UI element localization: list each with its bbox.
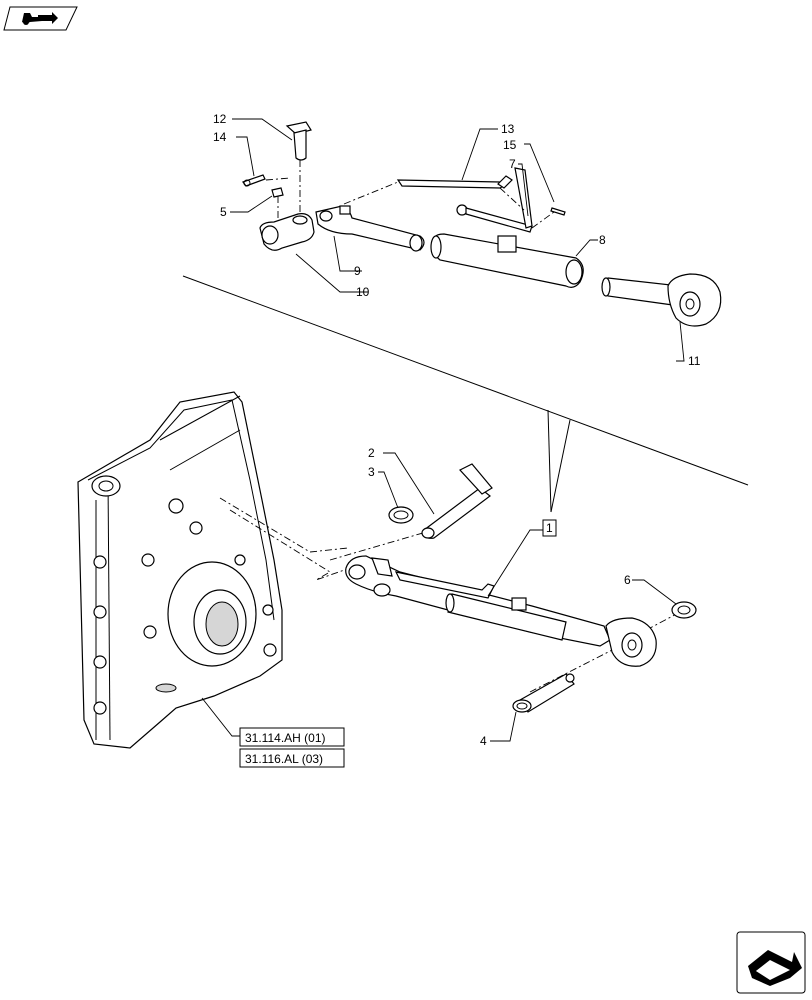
- callout-12: 12: [213, 112, 227, 126]
- upper-assembly: [242, 121, 722, 327]
- callout-15: 15: [503, 138, 517, 152]
- callout-6: 6: [624, 573, 631, 587]
- top-link-assembly: [345, 463, 697, 713]
- previous-page-arrow-icon[interactable]: [736, 931, 806, 994]
- callout-labels: 12 14 5 9 10 13 15 7 8 11 2 3 4 6: [213, 112, 701, 748]
- callout-9: 9: [354, 264, 361, 278]
- tractor-book-icon[interactable]: [3, 6, 78, 31]
- rear-housing: [77, 391, 283, 749]
- callout-4: 4: [480, 734, 487, 748]
- callout-2: 2: [368, 446, 375, 460]
- callout-1: 1: [546, 521, 553, 535]
- leader-1b: [550, 419, 571, 513]
- callout-8: 8: [599, 233, 606, 247]
- callout-13: 13: [501, 122, 515, 136]
- callout-1-box: 1: [542, 519, 557, 537]
- leader-lines: [201, 118, 685, 742]
- callout-14: 14: [213, 130, 227, 144]
- callout-10: 10: [356, 285, 370, 299]
- callout-5: 5: [220, 205, 227, 219]
- leader-1a: [547, 409, 552, 513]
- callout-3: 3: [368, 465, 375, 479]
- callout-7: 7: [509, 157, 516, 171]
- separator-line: [182, 275, 749, 486]
- callout-11: 11: [688, 354, 701, 368]
- reference-text-02[interactable]: 31.116.AL (03): [245, 752, 323, 766]
- reference-link-01[interactable]: 31.114.AH (01): [239, 727, 345, 747]
- reference-text-01[interactable]: 31.114.AH (01): [245, 731, 326, 745]
- reference-link-02[interactable]: 31.116.AL (03): [239, 748, 345, 768]
